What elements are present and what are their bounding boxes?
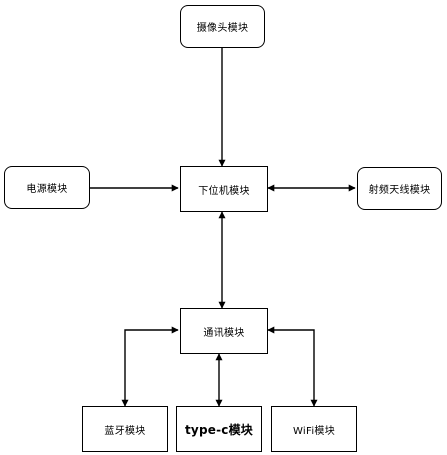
rf-antenna-module-box: 射频天线模块 (357, 167, 442, 210)
typec-module-box: type-c模块 (176, 406, 262, 452)
arrow-comm-bluetooth (121, 326, 179, 407)
power-module-box: 电源模块 (4, 166, 90, 209)
camera-module-box: 摄像头模块 (180, 5, 265, 48)
mcu-module-box: 下位机模块 (180, 166, 268, 212)
bluetooth-module-box: 蓝牙模块 (82, 406, 168, 452)
wifi-module-box: WiFi模块 (271, 406, 357, 452)
comm-module-box: 通讯模块 (180, 308, 268, 354)
arrow-comm-wifi (267, 326, 318, 407)
